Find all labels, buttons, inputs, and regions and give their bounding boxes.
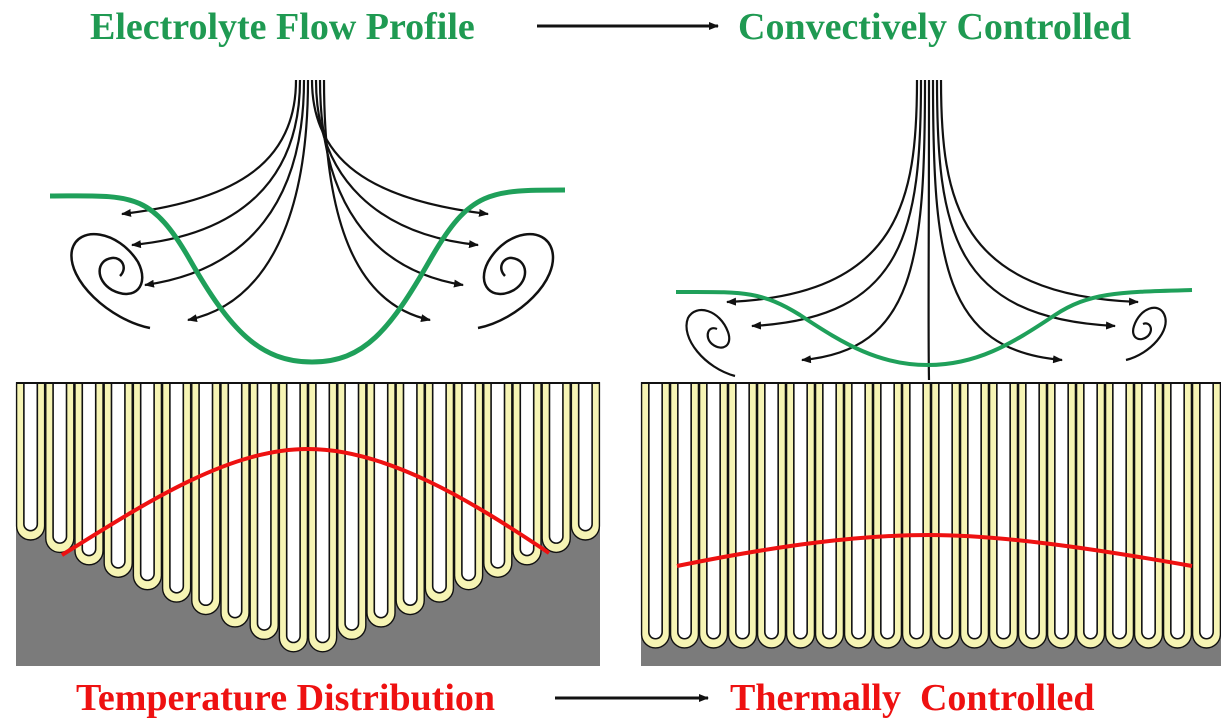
pore-channel — [227, 382, 243, 619]
left-temperature-curve — [60, 446, 551, 557]
pore-channel — [1112, 382, 1127, 640]
left-streamline — [322, 79, 431, 323]
pore-channel — [1054, 382, 1069, 640]
pore-channel — [344, 382, 360, 631]
right-pore-array — [640, 382, 1221, 649]
left-flow-profile-curve — [49, 187, 566, 365]
pore-channel — [577, 382, 593, 532]
pore-channel — [967, 382, 982, 640]
left-substrate-panel — [15, 382, 601, 666]
pore-channel — [851, 382, 866, 640]
pore-channel — [461, 382, 477, 582]
pore-channel — [822, 382, 837, 640]
pore-channel — [735, 382, 750, 640]
pore-channel — [1170, 382, 1185, 640]
left-streamline — [318, 79, 464, 288]
pore-channel — [996, 382, 1011, 640]
pore-channel — [880, 382, 895, 640]
left-streamline — [131, 79, 302, 249]
right-flow-profile-curve — [675, 288, 1193, 368]
pore-channel — [52, 382, 68, 544]
right-streamline — [939, 79, 1139, 306]
left-vortex-left — [70, 232, 151, 330]
pore-channel — [548, 382, 564, 544]
left-streamline — [310, 79, 489, 217]
pore-channel — [110, 382, 126, 569]
left-streamline — [121, 79, 298, 217]
pore-channel — [519, 382, 535, 557]
right-vortex-left — [685, 308, 736, 378]
pore-channel — [764, 382, 779, 640]
pore-channel — [256, 382, 272, 631]
pore-channel — [1025, 382, 1040, 640]
left-streamline — [187, 79, 310, 323]
left-flow-streamlines — [121, 79, 489, 323]
right-vortex-right — [1125, 306, 1167, 362]
pore-channel — [938, 382, 953, 640]
top-right-label: Convectively Controlled — [738, 6, 1131, 48]
pore-channel — [315, 382, 331, 644]
right-flow-streamlines — [726, 79, 1139, 381]
pore-channel — [198, 382, 214, 607]
right-streamline — [931, 79, 1063, 364]
pore-channel — [1083, 382, 1098, 640]
pore-channel — [1199, 382, 1214, 640]
pore-channel — [677, 382, 692, 640]
right-substrate-panel — [640, 382, 1221, 666]
pore-channel — [706, 382, 721, 640]
pore-channel — [648, 382, 663, 640]
pore-channel — [402, 382, 418, 607]
pore-channel — [1141, 382, 1156, 640]
right-streamline — [801, 79, 927, 364]
pore-channel — [793, 382, 808, 640]
right-streamline — [751, 79, 923, 330]
pore-channel — [285, 382, 301, 644]
left-streamline — [144, 79, 306, 288]
pore-channel — [81, 382, 97, 557]
bottom-left-label: Temperature Distribution — [76, 677, 495, 719]
left-vortex-right — [477, 232, 555, 330]
pore-channel — [23, 382, 39, 532]
pore-channel — [909, 382, 924, 640]
top-left-label: Electrolyte Flow Profile — [90, 6, 475, 48]
pore-channel — [139, 382, 155, 582]
pore-channel — [490, 382, 506, 569]
pore-channel — [373, 382, 389, 619]
right-temperature-curve — [676, 532, 1193, 568]
right-streamline — [935, 79, 1116, 330]
left-pore-array — [15, 382, 601, 653]
right-streamline — [726, 79, 919, 306]
bottom-right-label: Thermally Controlled — [730, 677, 1095, 719]
